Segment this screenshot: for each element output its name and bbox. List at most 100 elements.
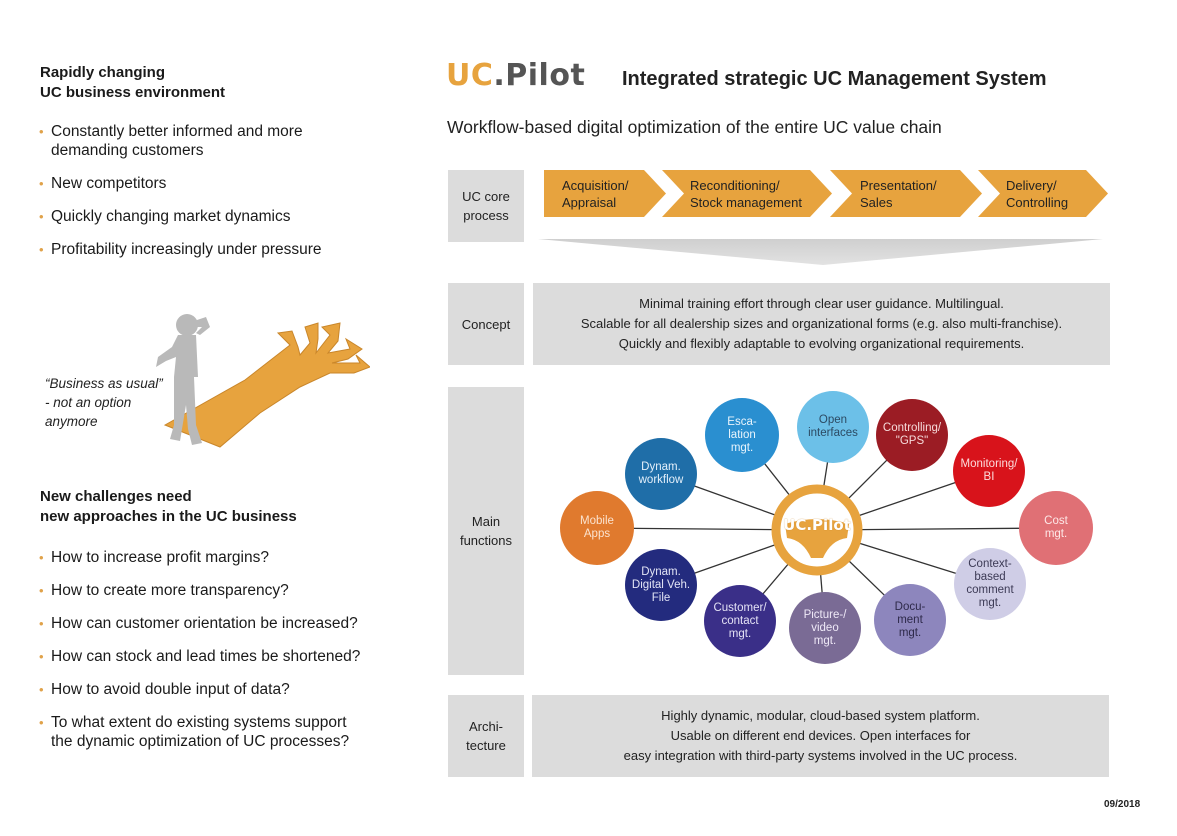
list-item: • How to increase profit margins? xyxy=(39,548,389,567)
label-line1: Main xyxy=(471,514,501,529)
list-item: • Profitability increasingly under pressu… xyxy=(39,240,379,259)
node-label-line: Mobile xyxy=(580,515,614,527)
function-node-workflow: Dynam.workflow xyxy=(625,438,697,510)
concept-line: Quickly and flexibly adaptable to evolvi… xyxy=(618,336,1025,351)
row-label-concept: Concept xyxy=(448,283,524,365)
bullet-icon: • xyxy=(39,242,44,257)
page-subtitle: Workflow-based digital optimization of t… xyxy=(447,117,942,137)
bullet-text: the dynamic optimization of UC processes… xyxy=(51,733,350,750)
ucpilot-hub: UC.Pilot xyxy=(771,484,863,576)
crossroads-illustration xyxy=(156,314,370,448)
node-label-line: interfaces xyxy=(808,427,858,439)
list-item: • How can stock and lead times be shorten… xyxy=(39,647,389,666)
node-label-line: Cost xyxy=(1044,515,1068,527)
step-line2: Sales xyxy=(860,195,893,210)
list-item: •To what extent do existing systems supp… xyxy=(39,713,389,751)
bullet-icon: • xyxy=(39,616,44,631)
architecture-line: Highly dynamic, modular, cloud-based sys… xyxy=(661,708,980,723)
function-node-controlling: Controlling/"GPS" xyxy=(876,399,948,471)
node-label-line: mgt. xyxy=(813,634,837,647)
node-label-line: Picture-/ xyxy=(803,608,847,621)
bullet-text: How to increase profit margins? xyxy=(51,549,269,566)
function-node-dvf: Dynam.Digital Veh.File xyxy=(625,549,697,621)
label-line2: functions xyxy=(459,533,513,548)
bullet-text: How can stock and lead times be shortene… xyxy=(51,648,361,665)
logo-uc: UC xyxy=(446,58,494,93)
node-label-line: File xyxy=(651,591,671,604)
node-label-line: ment xyxy=(897,613,923,626)
label-line2: tecture xyxy=(466,738,506,753)
bullet-text: How can customer orientation be increase… xyxy=(51,615,358,632)
bullet-icon: • xyxy=(39,550,44,565)
bullet-icon: • xyxy=(39,583,44,598)
node-label-line: "GPS" xyxy=(895,435,929,447)
node-label-line: Controlling/ xyxy=(882,422,942,434)
node-label-line: Esca- xyxy=(727,415,757,428)
function-node-label: Dynam.workflow xyxy=(639,461,684,487)
bullet-text: demanding customers xyxy=(51,142,204,159)
node-label-line: BI xyxy=(983,471,995,483)
steering-wheel-icon xyxy=(771,484,863,576)
node-label-line: mgt. xyxy=(898,626,922,639)
list-item: •Quickly changing market dynamics xyxy=(39,207,379,226)
function-node-label: Dynam.Digital Veh.File xyxy=(632,566,690,605)
quote-line1: “Business as usual” xyxy=(45,376,163,391)
bullet-text: Profitability increasingly under pressur… xyxy=(51,241,322,258)
row-label-main-functions: Main functions xyxy=(448,387,524,675)
node-label-line: mgt. xyxy=(1044,528,1068,540)
section1-heading-line1: Rapidly changing xyxy=(40,64,166,81)
process-step: Acquisition/Appraisal xyxy=(544,170,666,217)
quote-line3: anymore xyxy=(45,414,98,429)
bullet-text: Quickly changing market dynamics xyxy=(51,208,291,225)
function-node-monitoring: Monitoring/BI xyxy=(953,435,1025,507)
process-step: Delivery/Controlling xyxy=(978,170,1108,217)
bullet-text: How to create more transparency? xyxy=(51,582,289,599)
bullet-icon: • xyxy=(39,649,44,664)
node-label-line: lation xyxy=(728,428,756,441)
section2-bullets: •How to increase profit margins? •How to… xyxy=(39,548,389,751)
function-node-label: Monitoring/BI xyxy=(961,458,1018,484)
section2-heading-line2: new approaches in the UC business xyxy=(40,508,297,525)
process-step: Reconditioning/Stock management xyxy=(662,170,832,217)
list-item: •How to avoid double input of data? xyxy=(39,680,389,699)
architecture-content: Highly dynamic, modular, cloud-based sys… xyxy=(532,695,1109,777)
page-title: Integrated strategic UC Management Syste… xyxy=(622,68,1047,90)
section1-heading-line2: UC business environment xyxy=(40,84,226,101)
quote-text: “Business as usual” - not an option anym… xyxy=(45,374,163,431)
hub-label: UC.Pilot xyxy=(783,516,851,534)
bullet-text: New competitors xyxy=(51,175,167,192)
node-label-line: video xyxy=(811,621,839,634)
orange-arrows-icon xyxy=(163,322,370,448)
label-line1: Archi- xyxy=(469,719,503,734)
quote-line2: - not an option xyxy=(45,395,132,410)
bullet-icon: • xyxy=(39,176,44,191)
section2-heading-line1: New challenges need xyxy=(40,488,192,505)
section1-heading: Rapidly changing UC business environment xyxy=(40,63,225,103)
node-label-line: mgt. xyxy=(730,441,754,454)
node-label-line: mgt. xyxy=(978,597,1002,609)
list-item: • How can customer orientation be increas… xyxy=(39,614,389,633)
list-item: • New competitors xyxy=(39,174,379,193)
node-label-line: Dynam. xyxy=(641,461,681,473)
step-line1: Delivery/ xyxy=(1006,178,1057,193)
chevron-shape xyxy=(544,170,666,217)
step-line2: Stock management xyxy=(690,195,803,210)
bullet-icon: • xyxy=(39,124,44,139)
step-line1: Presentation/ xyxy=(860,178,937,193)
logo-pilot: .Pilot xyxy=(493,58,586,93)
node-label-line: Open xyxy=(818,414,848,426)
footer-date: 09/2018 xyxy=(1104,799,1141,810)
